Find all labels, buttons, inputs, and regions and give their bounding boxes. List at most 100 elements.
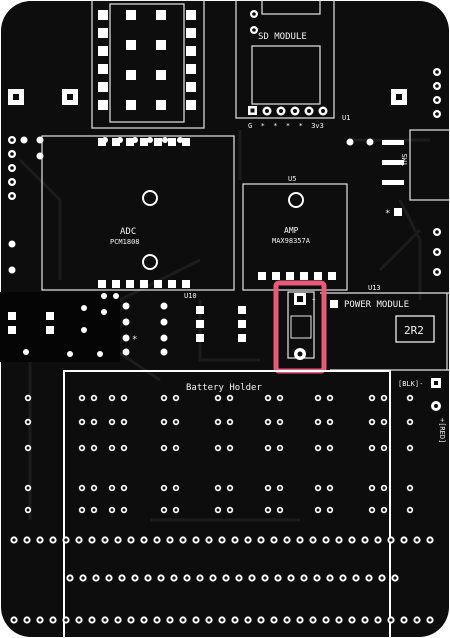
pad-hole	[233, 618, 237, 622]
battery-holder-label: Battery Holder	[186, 383, 262, 393]
pad-hole	[272, 538, 276, 542]
pad-hole	[380, 576, 384, 580]
pad-hole	[194, 538, 198, 542]
pad-hole	[237, 576, 241, 580]
pad-hole	[207, 618, 211, 622]
pad-hole	[142, 618, 146, 622]
pad-hole	[428, 538, 432, 542]
tms-label: TMS	[401, 153, 409, 166]
pad-hole	[198, 576, 202, 580]
pad-hole	[350, 618, 354, 622]
pad-hole	[162, 420, 166, 424]
pad-hole	[107, 576, 111, 580]
power-module-label: POWER MODULE	[344, 300, 409, 310]
pad-hole	[272, 618, 276, 622]
pad-hole	[162, 396, 166, 400]
pad-hole	[363, 538, 367, 542]
pad-hole	[51, 618, 55, 622]
pad-hole	[26, 508, 30, 512]
pad-hole	[81, 576, 85, 580]
pad-hole	[12, 618, 16, 622]
pad-hole	[92, 396, 96, 400]
pad-hole	[103, 538, 107, 542]
pad-hole	[328, 576, 332, 580]
pad-hole	[25, 618, 29, 622]
pad-hole	[316, 446, 320, 450]
pad-hole	[328, 508, 332, 512]
pad-hole	[211, 576, 215, 580]
pad-hole	[181, 538, 185, 542]
pad-hole	[408, 420, 412, 424]
pad-hole	[402, 618, 406, 622]
pad-hole	[370, 396, 374, 400]
pad-hole	[328, 420, 332, 424]
pad-hole	[324, 618, 328, 622]
pad-hole	[162, 486, 166, 490]
pad-hole	[363, 618, 367, 622]
pad-hole	[266, 486, 270, 490]
pad-hole	[174, 486, 178, 490]
u13-label: U13	[368, 284, 381, 292]
sd-module: SD MODULE G * * * * 3v3 U1	[235, 0, 350, 130]
pad-hole	[220, 618, 224, 622]
pad-hole	[216, 396, 220, 400]
amp-part-label: MAX98357A	[272, 237, 311, 245]
pad-hole	[80, 508, 84, 512]
pad-hole	[370, 486, 374, 490]
pad-hole	[220, 538, 224, 542]
pad-hole	[122, 446, 126, 450]
pad-hole	[64, 538, 68, 542]
pad-hole	[228, 508, 232, 512]
blk-label: [BLK]-	[398, 380, 423, 388]
pad-hole	[263, 576, 267, 580]
pad-hole	[415, 538, 419, 542]
pad-hole	[116, 618, 120, 622]
pad-hole	[316, 420, 320, 424]
u5-label: U5	[288, 175, 296, 183]
resistor-label: 2R2	[404, 324, 424, 337]
u10-label: U10	[184, 292, 197, 300]
pad-hole	[92, 446, 96, 450]
pad-hole	[276, 576, 280, 580]
pad-hole	[174, 508, 178, 512]
pad-hole	[278, 396, 282, 400]
pad-hole	[389, 538, 393, 542]
pad-hole	[146, 576, 150, 580]
pad-hole	[354, 576, 358, 580]
pad-hole	[324, 538, 328, 542]
pad-hole	[278, 420, 282, 424]
pad-hole	[168, 618, 172, 622]
pad-hole	[172, 576, 176, 580]
adc-module: ADC PCM1808 U10	[41, 135, 235, 300]
pad-hole	[228, 420, 232, 424]
pad-hole	[285, 538, 289, 542]
pad-hole	[80, 446, 84, 450]
pad-hole	[110, 446, 114, 450]
pad-hole	[278, 446, 282, 450]
pad-hole	[402, 538, 406, 542]
pad-hole	[216, 508, 220, 512]
pad-hole	[266, 446, 270, 450]
pad-hole	[350, 538, 354, 542]
pad-hole	[382, 420, 386, 424]
pad-hole	[289, 576, 293, 580]
pad-hole	[110, 396, 114, 400]
pad-hole	[77, 618, 81, 622]
pad-hole	[393, 576, 397, 580]
pad-hole	[159, 576, 163, 580]
pad-hole	[162, 446, 166, 450]
pad-hole	[155, 538, 159, 542]
pad-hole	[80, 420, 84, 424]
power-switch[interactable]: +	[287, 291, 316, 360]
pad-hole	[129, 538, 133, 542]
svg-text:*: *	[132, 335, 137, 345]
pad-hole	[224, 576, 228, 580]
pad-hole	[103, 618, 107, 622]
pad-hole	[228, 486, 232, 490]
pad-hole	[181, 618, 185, 622]
pad-hole	[278, 486, 282, 490]
red-label: +[RED]	[438, 418, 446, 443]
pad-hole	[408, 446, 412, 450]
pad-hole	[122, 396, 126, 400]
